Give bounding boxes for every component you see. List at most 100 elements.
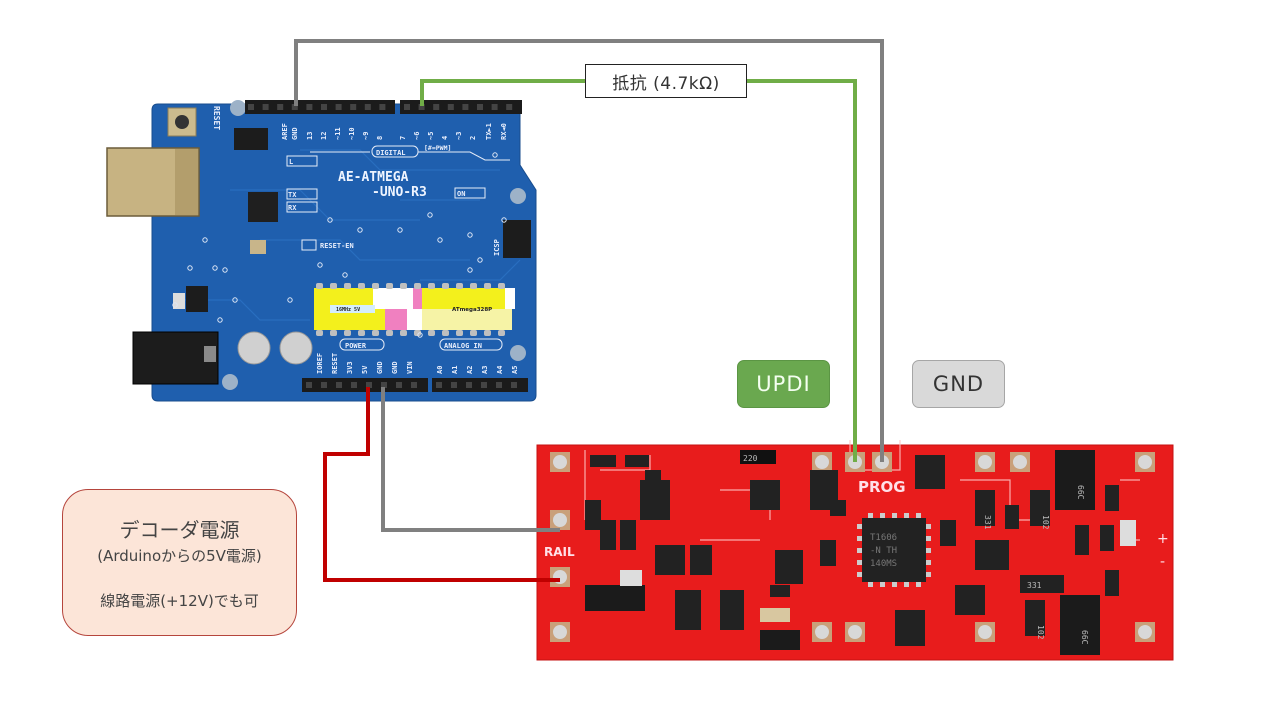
pad-hole [553,455,567,469]
pad-hole [978,455,992,469]
smd-component [590,455,616,467]
smd-component [620,520,636,550]
power-pin-label: 5V [361,365,369,374]
mounting-hole [230,100,246,116]
via [187,265,193,271]
led-on [454,187,486,199]
digital-pin-label: AREF [281,123,289,140]
analog-header [432,378,528,392]
led-rx [286,201,318,213]
led-label-tx: TX [288,191,297,199]
led-tx [286,188,318,200]
crystal [250,240,266,254]
smd-component [760,608,790,622]
reset-en-label: RESET-EN [320,242,354,250]
chip-pin [456,330,463,336]
via [342,272,348,278]
mcu-pin [868,582,873,587]
pad-hole [1013,455,1027,469]
via [397,227,403,233]
sticker-pink-avcc [385,309,407,330]
chip-pin [330,330,337,336]
mcu-pin [857,524,862,529]
analog-label: ANALOG IN [444,342,482,350]
header-pins [248,104,513,110]
header-socket [466,382,472,388]
smd-component [585,585,645,611]
pad-hole [553,625,567,639]
smd-component [640,480,670,520]
digital-pin-label: RX◄0 [500,123,508,140]
component-marking: 66C [1080,630,1089,645]
chip-pin [386,330,393,336]
power-5v-wire [323,387,560,582]
smd-component [1075,525,1089,555]
smd-component [1030,490,1050,526]
sticker-pink-vcc [413,288,422,309]
chip-pin [498,330,505,336]
gnd-tag: GND [912,360,1005,408]
regulator-tab [173,293,185,309]
reset-button-cap [175,115,189,129]
header-socket [404,104,410,110]
updi-wire-left [420,79,586,106]
chip-pin [400,283,407,289]
mcu-pin [892,513,897,518]
atmega-pin-label-sticker: 16MHz 5V ATmega328P [314,288,515,330]
analog-pin-label: A4 [496,366,504,374]
mounting-hole [510,345,526,361]
digital-pin-label: ~5 [427,132,435,140]
smd-component [675,590,701,630]
via [317,262,323,268]
header-socket [366,382,372,388]
digital-pin-label: 12 [320,132,328,140]
header-socket [351,382,357,388]
chip-label: ATmega328P [452,307,492,313]
header-socket [462,104,469,110]
via [467,267,473,273]
header-socket [381,382,387,388]
resistor-label: 抵抗 (4.7kΩ) [612,73,720,94]
smd-component [915,455,945,489]
pwm-note: [#=PWM] [424,144,451,152]
rail-label: RAIL [544,545,575,559]
crystal-label: 16MHz 5V [336,307,360,313]
header-socket [336,382,342,388]
mcu-pin [926,560,931,565]
chip-pin [372,330,379,336]
pad-hole [848,625,862,639]
led-label-l: L [289,158,293,166]
smd-component [770,585,790,597]
chip-pin [400,330,407,336]
updi-wire-right [746,79,857,462]
digital-pin-label: 13 [306,132,314,140]
smd-component [1100,525,1114,551]
digital-pin-label: ~3 [455,132,463,140]
chip-pin [442,283,449,289]
dc-jack-contact [204,346,216,362]
via [232,297,238,303]
via [501,217,507,223]
smd-component [975,490,995,526]
smd-component [1005,505,1019,529]
component-marking: 220 [743,454,758,463]
plus-mark: + [1157,531,1169,547]
mcu-marking-2: -N TH [870,546,897,556]
via [202,237,208,243]
icsp-header-usb [234,128,268,150]
power-pin-label: GND [391,361,399,374]
analog-pin-label: A0 [436,366,444,374]
via [287,297,293,303]
chip-pin [470,330,477,336]
pad-hole [815,625,829,639]
power-pin-label: RESET [331,353,339,374]
icsp-label: ICSP [493,239,501,256]
mcu-pin [926,524,931,529]
digital-header-right [400,100,522,114]
smd-component [820,540,836,566]
header-socket [335,104,342,110]
pad-hole [553,513,567,527]
pad-hole [815,455,829,469]
